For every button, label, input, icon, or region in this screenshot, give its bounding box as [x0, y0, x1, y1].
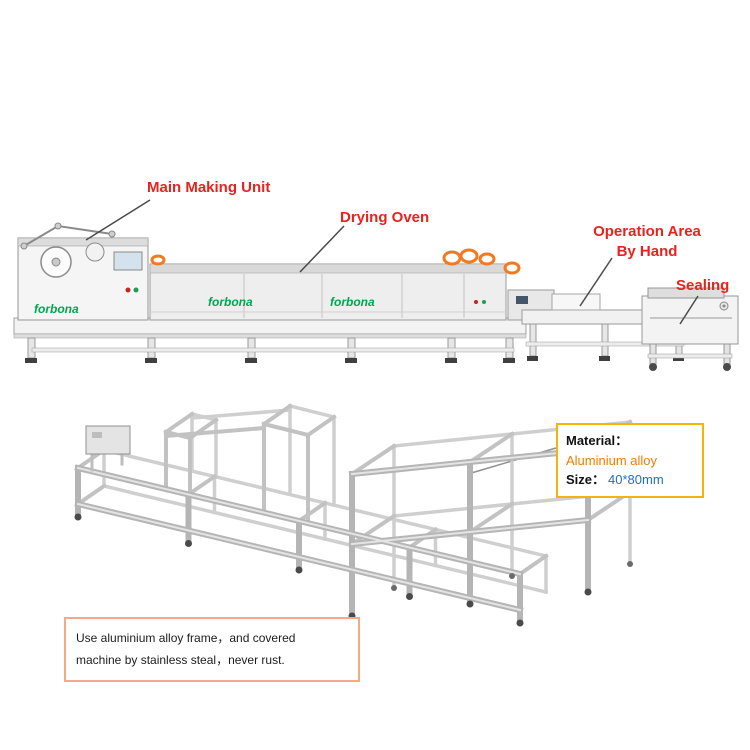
drying-oven-leader	[299, 225, 345, 273]
machine-feet	[25, 358, 515, 363]
sealing-label: Sealing	[676, 277, 730, 294]
material-callout: Material： Aluminium alloy Size：40*80mm	[556, 423, 704, 498]
size-row: Size：40*80mm	[566, 470, 694, 490]
main-making-unit: forbona	[17, 222, 149, 321]
heater-coils	[150, 248, 521, 275]
material-value: Aluminium alloy	[566, 452, 658, 468]
brand-logo-text: forbona	[34, 302, 79, 316]
size-label: Size：	[566, 472, 606, 487]
aluminium-frame-illustration	[74, 403, 633, 627]
leader-lines	[85, 199, 699, 325]
main-making-unit-leader	[85, 199, 151, 241]
operation-area-label-line1: Operation Area	[593, 223, 701, 240]
main-making-unit-label: Main Making Unit	[147, 179, 271, 196]
frame-highlights	[76, 448, 590, 612]
operation-area-leader	[579, 257, 613, 307]
frame-feet	[74, 513, 633, 627]
brand-logo-text: forbona	[330, 295, 375, 309]
drying-oven-label: Drying Oven	[340, 209, 430, 226]
frame-note-line2: machine by stainless steal，never rust.	[76, 652, 285, 667]
material-label: Material：	[566, 433, 629, 448]
size-value: 40*80mm	[608, 472, 664, 487]
brand-logo-text: forbona	[208, 295, 253, 309]
frame-note-box: Use aluminium alloy frame，and covered ma…	[64, 617, 360, 683]
production-line-machine: forbona forbona	[13, 222, 739, 371]
operation-area-label-line2: By Hand	[616, 243, 678, 261]
frame-control-box	[85, 425, 131, 472]
sealing-leader	[679, 295, 699, 325]
frame-note-line1: Use aluminium alloy frame，and covered	[76, 631, 296, 645]
sealing-machine	[641, 287, 739, 371]
operation-area-label: Operation Area By Hand	[588, 222, 706, 263]
drying-oven-unit: forbona forbona	[149, 263, 507, 321]
